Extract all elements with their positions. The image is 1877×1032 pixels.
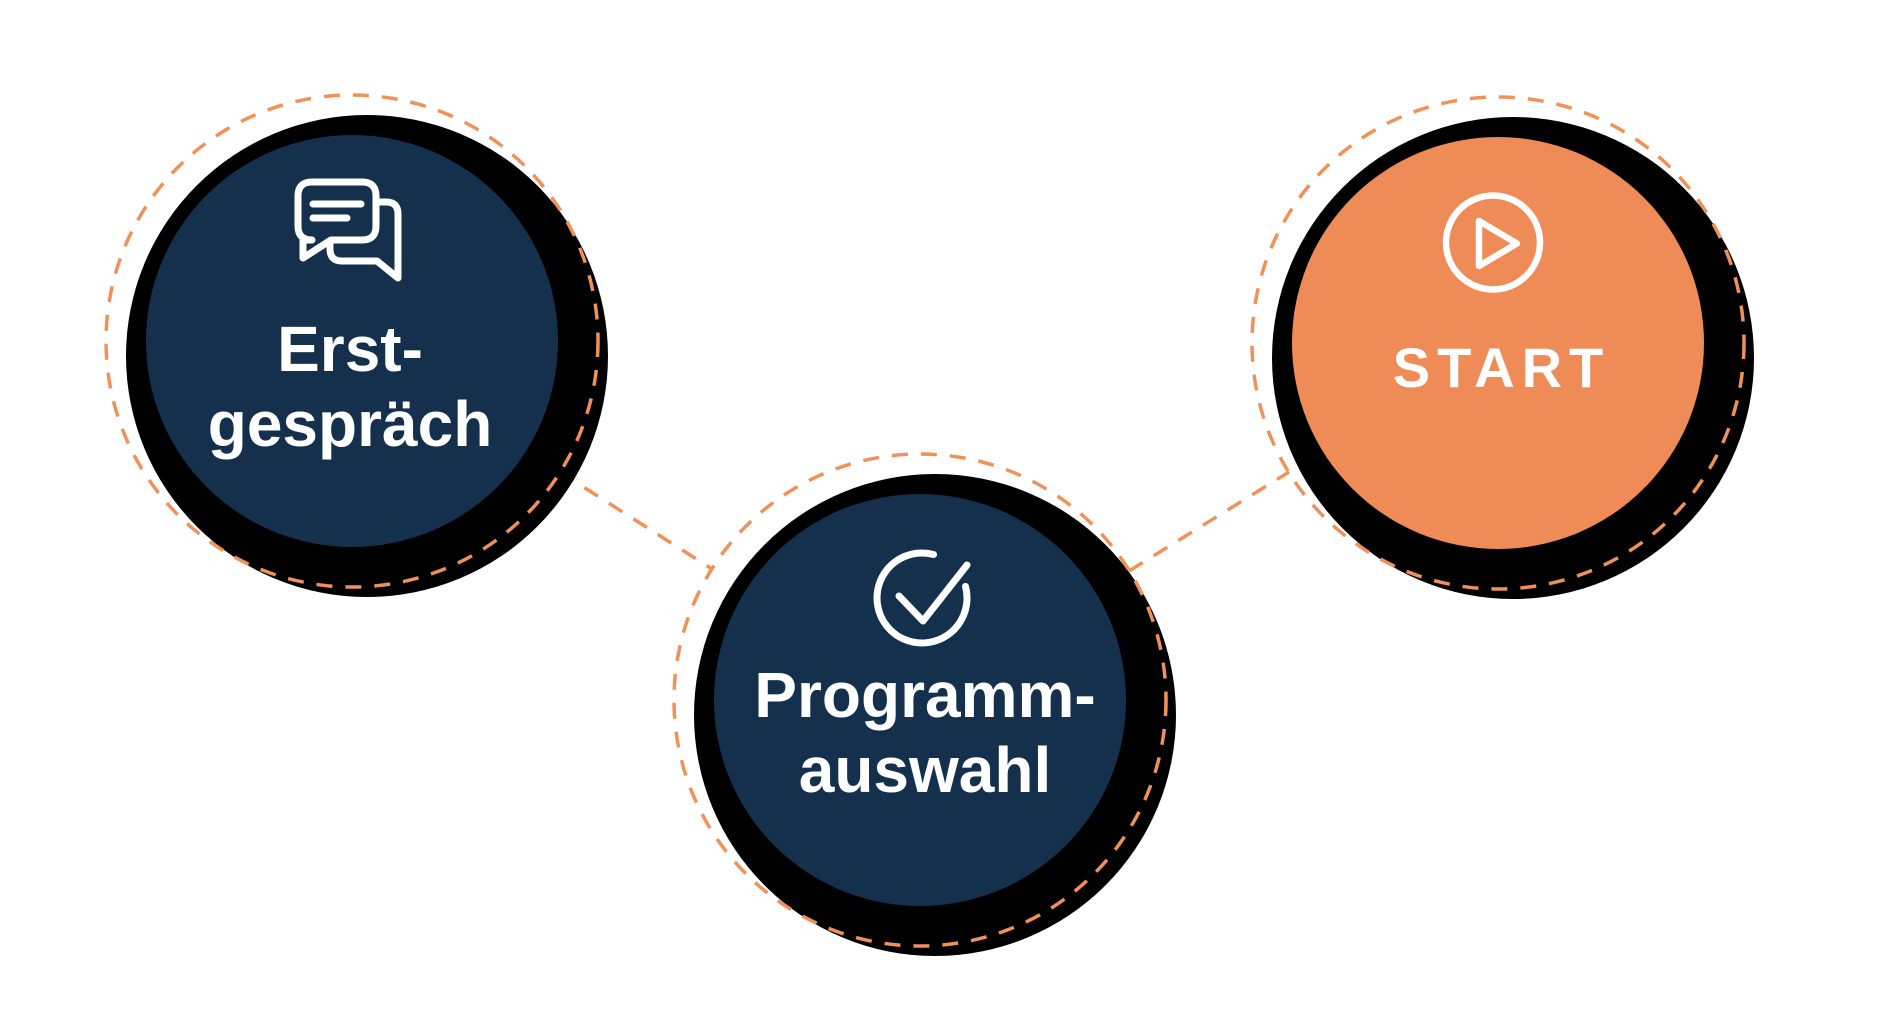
play-circle-outline	[1442, 192, 1544, 293]
node-label-erstgespraech: Erst- gespräch	[208, 312, 493, 462]
label-line: Programm-	[754, 659, 1096, 732]
node-fill-circle	[714, 494, 1126, 906]
chat-bubble-back	[326, 198, 402, 282]
play-triangle	[1475, 217, 1521, 270]
play-circle-icon	[1442, 192, 1544, 293]
node-label-start: START	[1386, 335, 1611, 401]
node-start	[1250, 95, 1754, 599]
node-dashed-ring	[672, 452, 1168, 948]
check-circle-icon	[873, 549, 971, 647]
node-fill-circle	[1292, 137, 1704, 549]
check-circle-arc	[873, 549, 971, 647]
connector-line-step2-step3	[1128, 470, 1290, 573]
label-line: START	[1392, 336, 1611, 400]
node-erstgespraech	[104, 93, 608, 597]
label-line: gespräch	[207, 388, 493, 460]
node-programmauswahl	[672, 452, 1176, 956]
check-mark	[895, 561, 971, 625]
node-fill-circle	[146, 135, 558, 547]
node-dashed-ring	[1250, 95, 1746, 591]
node-dashed-ring	[104, 93, 600, 589]
connector-line-step1-step2	[559, 470, 713, 571]
chat-bubbles-icon	[294, 178, 402, 282]
node-label-programmauswahl: Programm- auswahl	[754, 658, 1095, 808]
label-line: Erst-	[277, 313, 423, 386]
label-line: auswahl	[798, 734, 1052, 806]
